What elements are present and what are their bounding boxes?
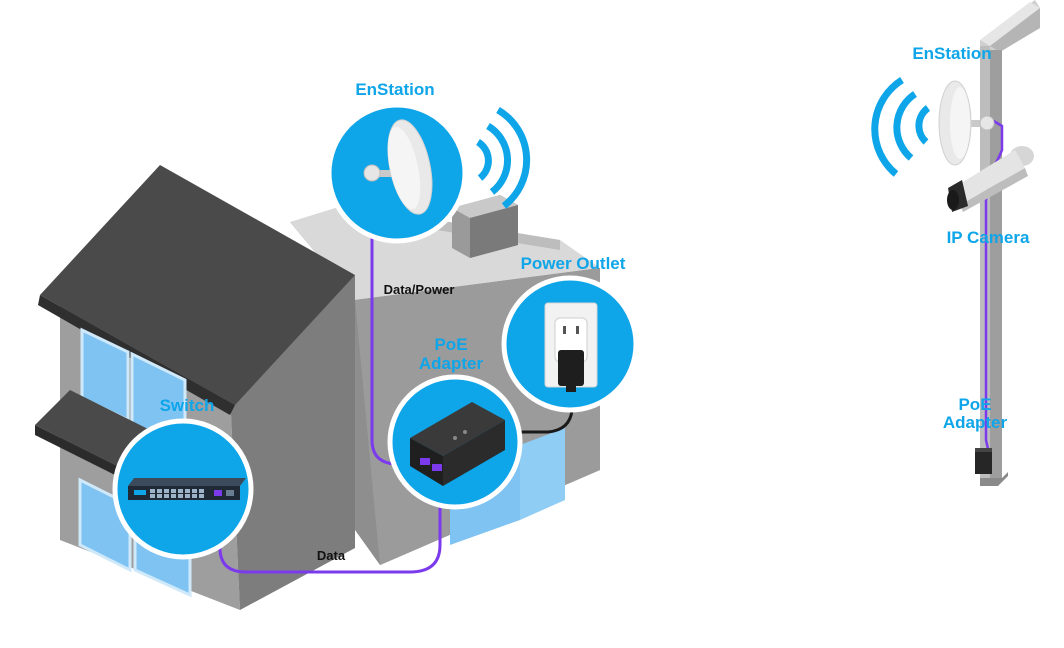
label-data: Data bbox=[317, 548, 346, 563]
label-switch: Switch bbox=[160, 396, 215, 415]
network-switch-icon bbox=[128, 478, 246, 500]
label-ip-camera: IP Camera bbox=[947, 228, 1030, 247]
power-plug-icon bbox=[558, 350, 584, 392]
label-enstation-pole: EnStation bbox=[912, 44, 991, 63]
label-poe-adapter-line2: Adapter bbox=[419, 354, 484, 373]
label-data-power: Data/Power bbox=[384, 282, 455, 297]
dish-antenna-icon bbox=[938, 80, 995, 166]
label-poe-adapter-pole-line1: PoE bbox=[958, 395, 991, 414]
wifi-signal-icon bbox=[871, 77, 931, 177]
poe-box-icon bbox=[975, 448, 992, 474]
label-poe-adapter-line1: PoE bbox=[434, 335, 467, 354]
label-poe-adapter-pole-line2: Adapter bbox=[943, 413, 1008, 432]
camera-icon bbox=[947, 146, 1034, 212]
label-enstation-house: EnStation bbox=[355, 80, 434, 99]
label-power-outlet: Power Outlet bbox=[521, 254, 626, 273]
poe-adapter-circle bbox=[387, 374, 523, 510]
house bbox=[35, 165, 600, 610]
dish-antenna-icon bbox=[363, 119, 433, 215]
wifi-signal-icon bbox=[475, 106, 531, 209]
enstation-circle bbox=[326, 102, 468, 244]
power-outlet-circle bbox=[501, 275, 639, 413]
poe-box-icon bbox=[410, 402, 505, 486]
switch-circle bbox=[112, 418, 254, 560]
